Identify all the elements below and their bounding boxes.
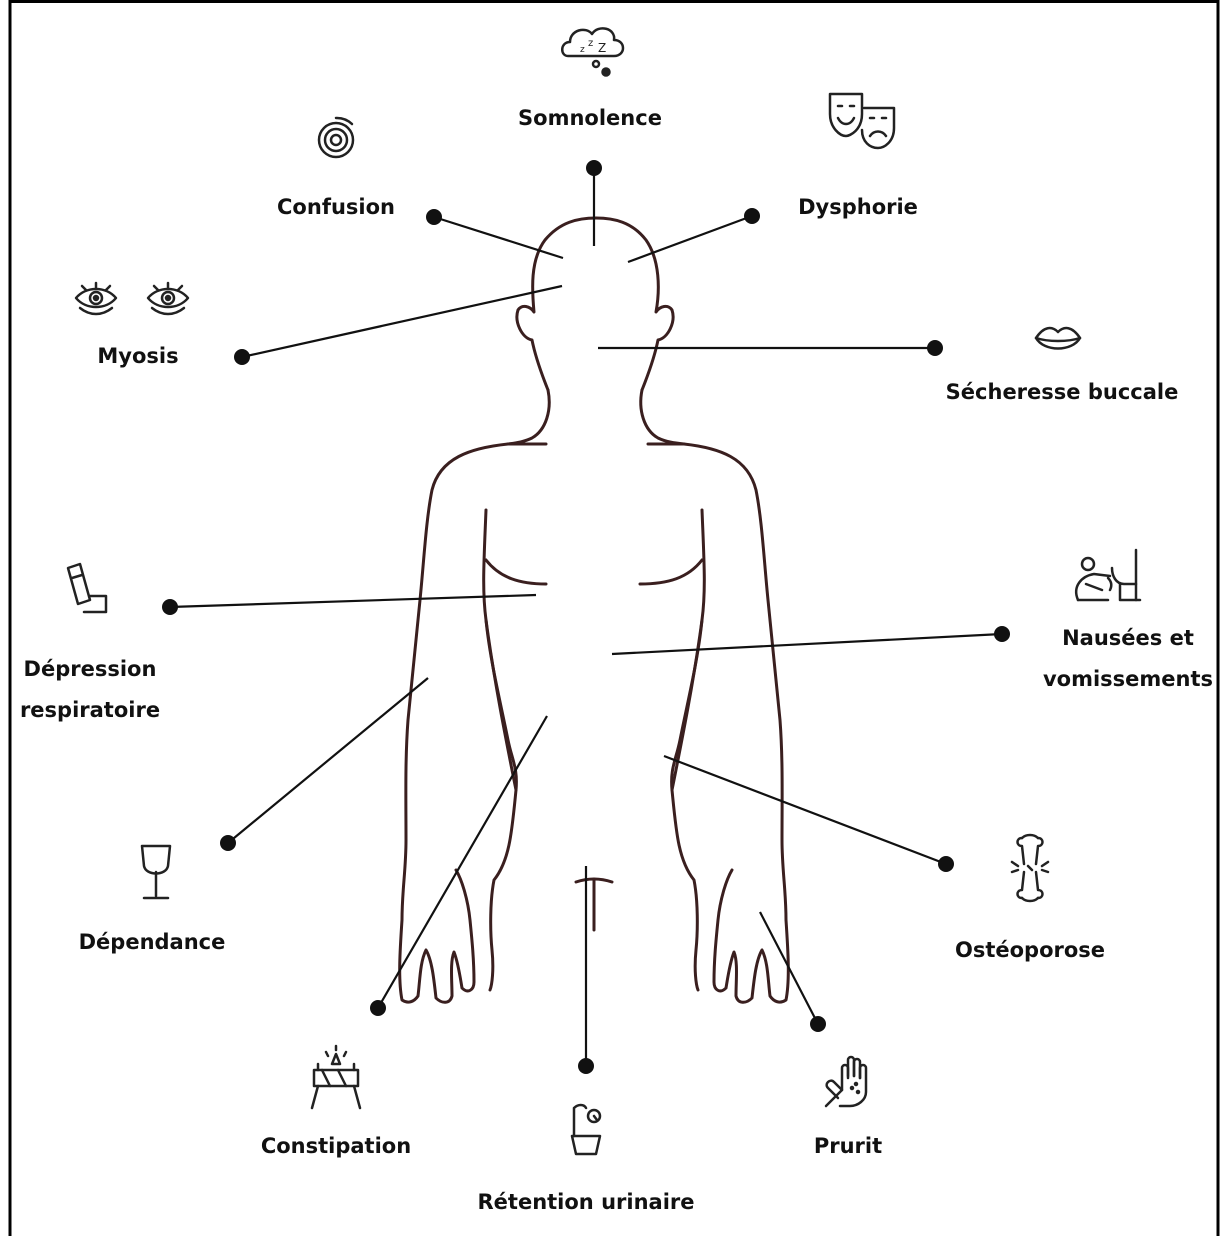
vomiting-person-icon — [1076, 550, 1140, 600]
dot-dependance — [220, 835, 236, 851]
label-prurit: Prurit — [814, 1134, 882, 1159]
roadblock-icon — [312, 1046, 360, 1108]
svg-text:Z: Z — [598, 41, 606, 55]
dot-depression — [162, 599, 178, 615]
leader-osteoporose — [664, 756, 946, 864]
label-somnolence: Somnolence — [518, 106, 662, 131]
leader-depression — [170, 595, 536, 607]
label-constipation: Constipation — [261, 1134, 411, 1159]
label-osteoporose: Ostéoporose — [955, 938, 1105, 963]
label-depression-line2: respiratoire — [20, 698, 160, 723]
label-nausees-line1: Nausées et — [1043, 626, 1213, 651]
leader-constipation — [378, 716, 547, 1008]
left-arm-inner — [484, 510, 517, 990]
label-retention: Rétention urinaire — [478, 1190, 695, 1215]
urinal-icon — [572, 1105, 600, 1154]
leader-lines — [170, 168, 1002, 1066]
dot-retention — [578, 1058, 594, 1074]
frame-border — [10, 2, 1218, 1236]
theater-masks-icon — [830, 94, 894, 148]
dot-secheresse — [927, 340, 943, 356]
neck-outline-right — [641, 390, 684, 444]
wine-glass-icon — [142, 846, 170, 898]
right-arm-outline — [684, 444, 788, 1002]
label-nausees: Nausées et vomissements — [1043, 626, 1213, 692]
dot-prurit — [810, 1016, 826, 1032]
label-dysphorie: Dysphorie — [798, 195, 918, 220]
leader-prurit — [760, 912, 818, 1024]
sleep-cloud-icon: z z Z — [562, 28, 623, 75]
inhaler-icon — [68, 564, 106, 612]
leader-confusion — [434, 217, 563, 258]
lips-icon — [1036, 328, 1080, 348]
dot-myosis — [234, 349, 250, 365]
dot-somnolence — [586, 160, 602, 176]
dot-nausees — [994, 626, 1010, 642]
human-body-outline — [400, 218, 789, 1002]
right-arm-inner — [672, 510, 705, 990]
label-secheresse: Sécheresse buccale — [946, 380, 1179, 405]
svg-text:z: z — [580, 45, 585, 55]
dot-osteoporose — [938, 856, 954, 872]
label-nausees-line2: vomissements — [1043, 667, 1213, 692]
leader-myosis — [242, 286, 562, 357]
neck-outline — [508, 390, 549, 444]
label-myosis: Myosis — [97, 344, 178, 369]
broken-bone-icon — [1012, 835, 1048, 901]
svg-text:z: z — [588, 38, 593, 49]
eyes-icon — [76, 283, 188, 314]
leader-dependance — [228, 678, 428, 843]
itchy-hand-icon — [826, 1057, 866, 1106]
dot-dysphorie — [744, 208, 760, 224]
label-depression-line1: Dépression — [20, 657, 160, 682]
label-confusion: Confusion — [277, 195, 395, 220]
leader-nausees — [612, 634, 1002, 654]
spiral-icon — [319, 118, 353, 157]
dot-confusion — [426, 209, 442, 225]
label-dependance: Dépendance — [79, 930, 226, 955]
label-depression: Dépression respiratoire — [20, 657, 160, 723]
dot-constipation — [370, 1000, 386, 1016]
